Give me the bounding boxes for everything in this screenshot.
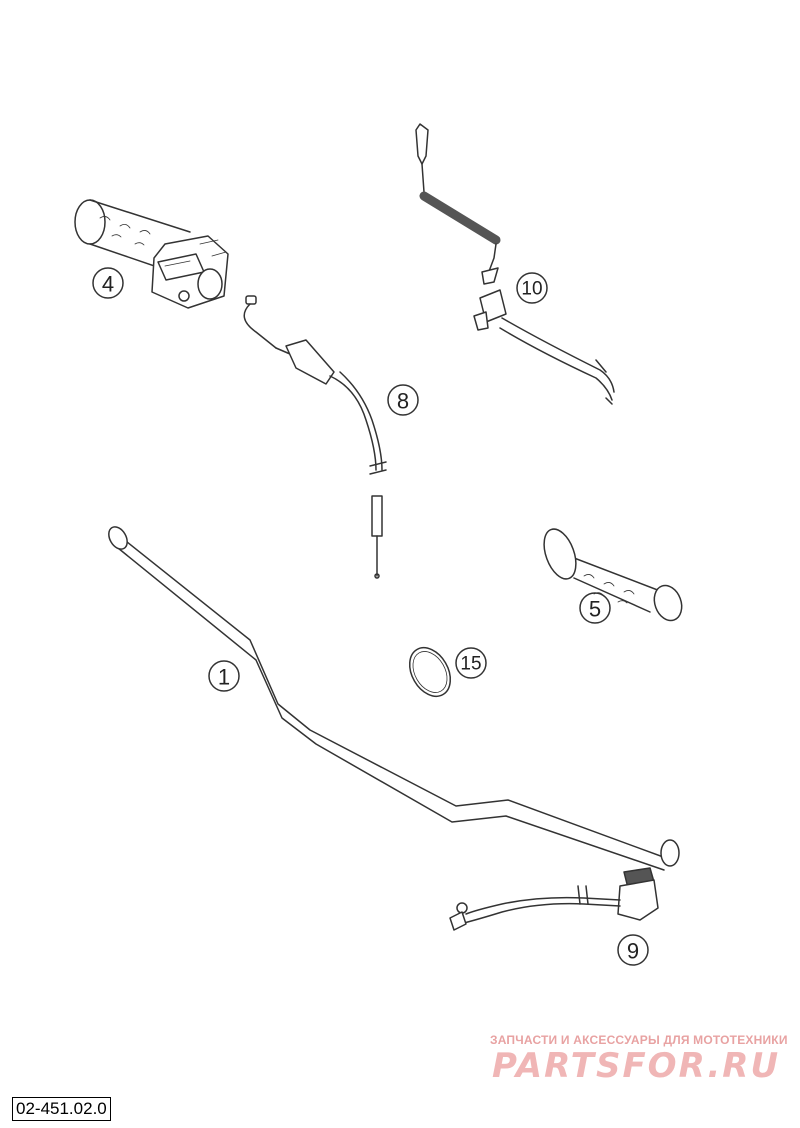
callout-15-circle [455,647,487,679]
callout-8-circle [387,384,419,416]
callout-4-label: 4 [102,272,114,297]
callout-8-label: 8 [397,389,409,414]
kill-switch-part [415,123,615,405]
handlebar-part [108,526,680,871]
callout-10-circle [516,272,548,304]
callout-4-circle [92,267,124,299]
watermark-tagline: ЗАПЧАСТИ И АКСЕССУАРЫ ДЛЯ МОТОТЕХНИКИ [490,1033,788,1047]
throttle-cable-part [243,295,387,579]
callout-9-circle [617,934,649,966]
callout-10-label: 10 [521,279,542,300]
handlebar-switch-part [449,867,659,931]
diagram-code-label: 02-451.02.0 [12,1097,111,1121]
callout-5-circle [579,592,611,624]
callout-15-label: 15 [460,654,481,675]
cable-clamp-part [408,647,452,697]
callout-1-label: 1 [218,665,230,690]
throttle-grip-part [74,199,229,309]
callout-5-label: 5 [589,597,601,622]
callout-1-circle [208,660,240,692]
callout-9-label: 9 [627,939,639,964]
handlebar-grip-part [543,528,683,622]
watermark-logo: PARTSFOR.RU [492,1046,781,1086]
